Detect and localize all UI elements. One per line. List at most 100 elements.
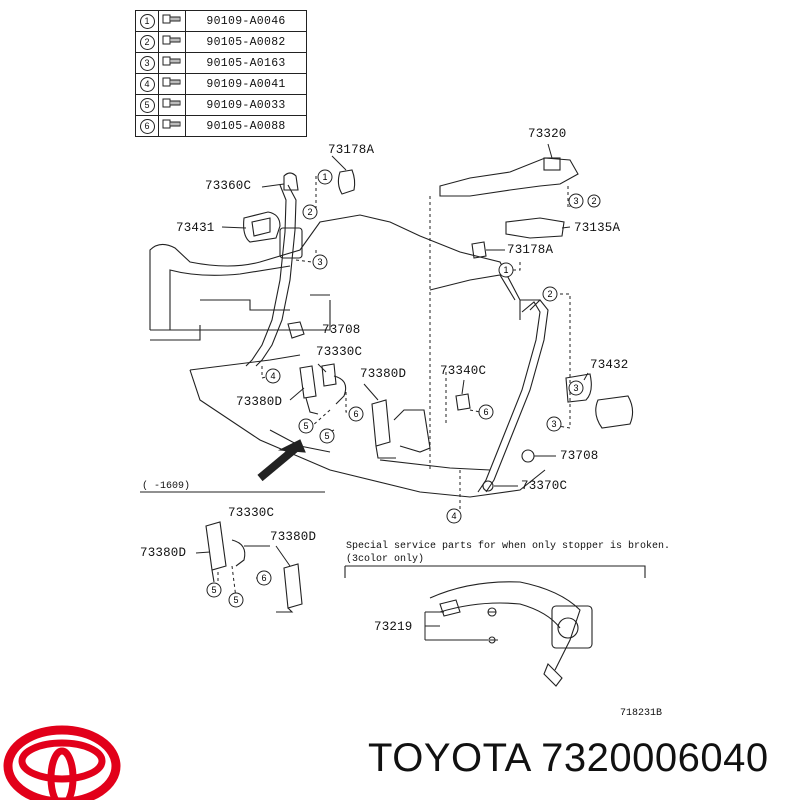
bolt-icon — [162, 14, 181, 24]
production-range-note: ( -1609) — [142, 481, 191, 492]
marker-label: 1 — [503, 265, 508, 275]
marker-label: 6 — [353, 409, 358, 419]
marker-label: 5 — [211, 585, 216, 595]
part-73135A — [505, 217, 565, 239]
callout-73340C: 73340C — [440, 364, 487, 378]
marker-circle: 3 — [568, 193, 584, 209]
marker-circle: 4 — [446, 508, 462, 524]
parts-legend-table: 1 90109-A0046 2 90105-A0082 3 90105-A0163 4 901… — [135, 10, 307, 137]
callout-73178A-right: 73178A — [507, 243, 554, 257]
legend-row: 2 90105-A0082 — [135, 31, 307, 53]
marker-label: 5 — [303, 421, 308, 431]
marker-label: 4 — [270, 371, 275, 381]
diagram-code: 718231B — [620, 708, 663, 719]
marker-circle: 5 — [228, 592, 244, 608]
marker-label: 2 — [591, 196, 596, 206]
legend-row: 5 90109-A0033 — [135, 94, 307, 116]
callout-73432: 73432 — [590, 358, 629, 372]
marker-circle: 5 — [319, 428, 335, 444]
floor-outline — [189, 369, 546, 498]
callout-73431: 73431 — [176, 221, 215, 235]
legend-number-circle: 3 — [139, 55, 155, 71]
legend-part-number: 90109-A0046 — [185, 10, 307, 32]
marker-label: 6 — [261, 573, 266, 583]
callout-73380D-right: 73380D — [360, 367, 407, 381]
bolt-icon — [162, 119, 181, 129]
marker-label: 3 — [317, 257, 322, 267]
callout-73380D-left: 73380D — [236, 395, 283, 409]
marker-circle: 3 — [546, 416, 562, 432]
marker-label: 4 — [451, 511, 456, 521]
anchor-73432 — [595, 395, 634, 429]
legend-part-number: 90105-A0082 — [185, 31, 307, 53]
callout-73320: 73320 — [528, 127, 567, 141]
legend-number: 6 — [135, 115, 159, 137]
marker-label: 3 — [573, 383, 578, 393]
left-retractor — [279, 227, 303, 259]
trim-73320 — [439, 157, 579, 197]
callout-73370C: 73370C — [521, 479, 568, 493]
marker-circle: 3 — [312, 254, 328, 270]
marker-circle: 6 — [256, 570, 272, 586]
marker-label: 2 — [547, 289, 552, 299]
bolt-icon — [162, 56, 181, 66]
left-belt-webbing — [255, 184, 297, 367]
callout-73135A: 73135A — [574, 221, 621, 235]
body-outline — [149, 214, 521, 330]
retractor-73432 — [565, 373, 592, 403]
service-retractor — [551, 605, 593, 649]
legend-icon-cell — [158, 115, 186, 137]
callout-73330C-lower: 73330C — [228, 506, 275, 520]
service-part-webbing — [429, 581, 581, 671]
bolt-icon — [162, 98, 181, 108]
callout-73178A-left: 73178A — [328, 143, 375, 157]
marker-label: 2 — [307, 207, 312, 217]
legend-row: 1 90109-A0046 — [135, 10, 307, 32]
legend-number-circle: 2 — [139, 34, 155, 50]
marker-label: 3 — [573, 196, 578, 206]
callout-73708-right: 73708 — [560, 449, 599, 463]
callout-73360C: 73360C — [205, 179, 252, 193]
anchor-73431 — [243, 211, 281, 243]
marker-circle: 1 — [317, 169, 333, 185]
toyota-logo-icon — [3, 725, 121, 800]
marker-label: 3 — [551, 419, 556, 429]
legend-number-circle: 6 — [139, 118, 155, 134]
marker-circle: 5 — [298, 418, 314, 434]
marker-circle: 3 — [568, 380, 584, 396]
brand-part-number: TOYOTA 7320006040 — [368, 736, 769, 780]
right-belt-webbing — [485, 299, 549, 493]
service-note-line1: Special service parts for when only stop… — [346, 541, 671, 552]
marker-circle: 1 — [498, 262, 514, 278]
lower-buckle-b — [283, 563, 303, 609]
legend-part-number: 90105-A0163 — [185, 52, 307, 74]
callout-73330C-top: 73330C — [316, 345, 363, 359]
legend-number-circle: 5 — [139, 97, 155, 113]
legend-number-circle: 1 — [139, 13, 155, 29]
marker-circle: 6 — [478, 404, 494, 420]
body-outline-inner — [169, 265, 291, 330]
service-note-line2: (3color only) — [346, 554, 425, 565]
callout-73708-left: 73708 — [322, 323, 361, 337]
marker-circle: 2 — [587, 194, 601, 208]
marker-label: 5 — [233, 595, 238, 605]
marker-label: 5 — [324, 431, 329, 441]
marker-circle: 4 — [265, 368, 281, 384]
marker-circle: 5 — [206, 582, 222, 598]
marker-label: 1 — [322, 172, 327, 182]
fastener-markers: 1 2 3 4 6 5 5 6 3 2 1 2 3 3 4 6 5 5 — [206, 169, 601, 608]
callout-73380D-lower-right: 73380D — [270, 530, 317, 544]
legend-number-circle: 4 — [139, 76, 155, 92]
legend-part-number: 90105-A0088 — [185, 115, 307, 137]
callout-73219: 73219 — [374, 620, 413, 634]
legend-row: 3 90105-A0163 — [135, 52, 307, 74]
bolt-icon — [162, 35, 181, 45]
callout-73380D-lower-left: 73380D — [140, 546, 187, 560]
legend-number: 4 — [135, 73, 159, 95]
marker-label: 6 — [483, 407, 488, 417]
marker-circle: 2 — [542, 286, 558, 302]
legend-part-number: 90109-A0033 — [185, 94, 307, 116]
legend-row: 6 90105-A0088 — [135, 115, 307, 137]
buckle-73380D — [371, 399, 391, 447]
